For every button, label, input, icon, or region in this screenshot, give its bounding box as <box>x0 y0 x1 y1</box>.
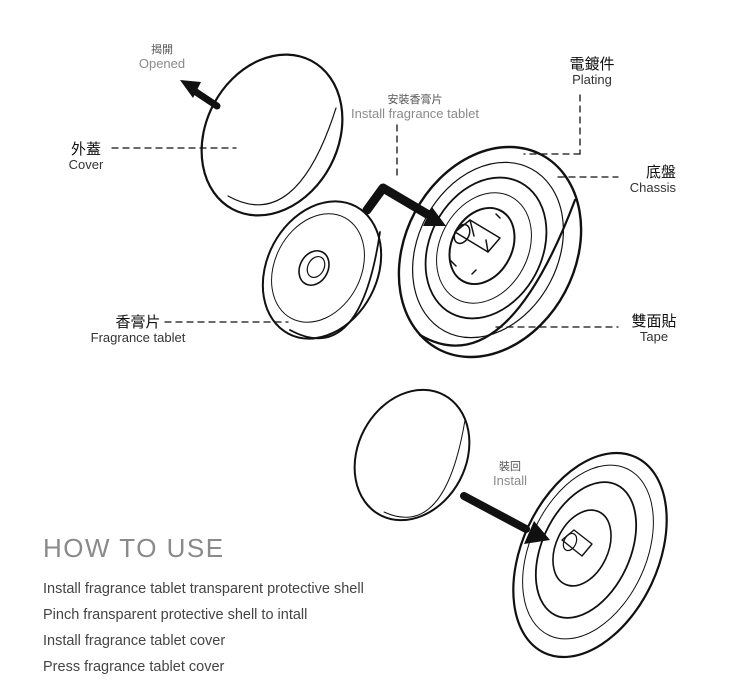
label-install-tablet-en: Install fragrance tablet <box>351 105 479 121</box>
chassis-part <box>397 145 583 359</box>
label-chassis-en: Chassis <box>629 180 676 196</box>
label-fragrance-tablet-en: Fragrance tablet <box>90 330 186 346</box>
clip-holder <box>449 213 501 275</box>
fragrance-tablet-part <box>261 200 383 340</box>
howto-title: HOW TO USE <box>43 533 225 563</box>
label-install-tablet: 安裝香膏片 Install fragrance tablet <box>320 93 510 122</box>
label-fragrance-tablet: 香膏片 Fragrance tablet <box>68 313 208 346</box>
howto-steps: Install fragrance tablet transparent pro… <box>43 581 364 685</box>
label-install: 裝回 Install <box>480 460 540 489</box>
label-opened: 揭開 Opened <box>128 43 196 72</box>
howto-step: Install fragrance tablet transparent pro… <box>43 581 364 597</box>
label-plating-zh: 電鍍件 <box>569 55 615 73</box>
label-cover: 外蓋 Cover <box>56 140 116 173</box>
label-plating: 電鍍件 Plating <box>552 55 632 88</box>
label-chassis-zh: 底盤 <box>645 163 676 181</box>
label-plating-en: Plating <box>572 72 612 88</box>
label-install-tablet-zh: 安裝香膏片 <box>387 93 443 106</box>
label-tape-zh: 雙面貼 <box>631 312 677 330</box>
label-install-zh: 裝回 <box>499 460 521 473</box>
label-cover-zh: 外蓋 <box>70 140 101 158</box>
label-install-en: Install <box>493 472 527 488</box>
install-arrow <box>460 492 550 544</box>
label-chassis: 底盤 Chassis <box>600 163 676 196</box>
install-cover-disc <box>353 388 471 522</box>
label-tape-en: Tape <box>639 329 669 345</box>
cover-disc <box>200 53 344 217</box>
label-opened-en: Opened <box>138 55 186 71</box>
howto-step: Install fragrance tablet cover <box>43 633 226 649</box>
label-opened-zh: 揭開 <box>151 43 173 56</box>
leader-lines <box>111 94 619 328</box>
install-tablet-arrow <box>362 183 446 226</box>
label-fragrance-tablet-zh: 香膏片 <box>115 313 161 331</box>
label-tape: 雙面貼 Tape <box>618 312 690 345</box>
label-cover-en: Cover <box>68 157 104 173</box>
opened-arrow <box>180 80 221 110</box>
howto-step: Press fragrance tablet cover <box>43 659 225 675</box>
howto-step: Pinch fransparent protective shell to in… <box>43 607 308 623</box>
